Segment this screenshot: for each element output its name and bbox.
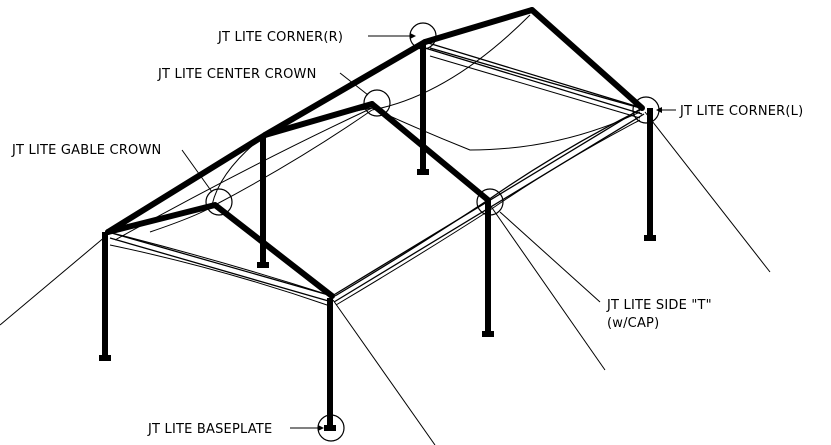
back-eave-fabric xyxy=(429,47,641,109)
leader-gable-crown xyxy=(181,149,213,193)
label-corner-r: JT LITE CORNER(R) xyxy=(217,30,343,45)
guy-rope-front-corner xyxy=(332,299,436,445)
left-eave-drape xyxy=(107,231,333,297)
arrow-corner-l xyxy=(656,107,662,113)
callout-labels: JT LITE CORNER(R) JT LITE CENTER CROWN J… xyxy=(11,30,803,437)
guy-rope-front-left xyxy=(0,235,107,326)
roof-fabric-3 xyxy=(371,14,531,111)
front-gable-rafter xyxy=(105,202,335,299)
callout-circle-gable-crown xyxy=(205,188,233,216)
baseplate-gable xyxy=(257,262,269,268)
roof-fabric-2 xyxy=(214,109,373,206)
guy-rope-right-corner xyxy=(644,111,771,273)
canopy-fabric-lines xyxy=(107,14,641,307)
guy-ropes xyxy=(0,111,771,445)
label-side-t-cap: (w/CAP) xyxy=(607,316,659,331)
center-crown-left-rafter xyxy=(262,101,375,138)
left-eave-beam xyxy=(107,231,333,297)
back-eave-beam xyxy=(424,41,643,109)
legs xyxy=(99,42,656,431)
back-ridge-beam xyxy=(422,7,535,45)
back-eave-fabric-lower xyxy=(429,55,641,119)
label-gable-crown: JT LITE GABLE CROWN xyxy=(11,143,161,158)
arrow-baseplate xyxy=(318,425,324,431)
callout-circles xyxy=(205,22,660,442)
callout-circle-side-t xyxy=(476,188,504,216)
label-baseplate: JT LITE BASEPLATE xyxy=(147,422,272,437)
leader-center-crown xyxy=(339,72,369,96)
leader-side-t xyxy=(499,211,601,303)
label-corner-l: JT LITE CORNER(L) xyxy=(679,104,803,119)
arrow-corner-r xyxy=(410,33,416,39)
leader-lines xyxy=(181,33,676,431)
callout-circle-center-crown xyxy=(363,89,391,117)
roof-fabric-6 xyxy=(211,134,266,206)
frame-members xyxy=(105,7,645,303)
roof-fabric-4 xyxy=(371,107,641,151)
label-side-t: JT LITE SIDE "T" xyxy=(606,298,712,313)
label-center-crown: JT LITE CENTER CROWN xyxy=(157,67,317,82)
left-eave-drape-lower xyxy=(109,244,331,307)
center-crown-right-rafter xyxy=(369,101,491,203)
baseplate-back-corner xyxy=(417,169,429,175)
baseplate-front-corner xyxy=(324,425,336,431)
back-eave-beam-2 xyxy=(424,47,643,115)
baseplate-right-corner xyxy=(644,235,656,241)
guy-rope-side-t xyxy=(489,204,606,371)
callout-circle-corner-l xyxy=(632,96,660,124)
left-eave-beam-2 xyxy=(109,237,333,303)
baseplate-side-t xyxy=(482,331,494,337)
baseplate-front-left xyxy=(99,355,111,361)
right-gable-rafter xyxy=(529,7,645,111)
